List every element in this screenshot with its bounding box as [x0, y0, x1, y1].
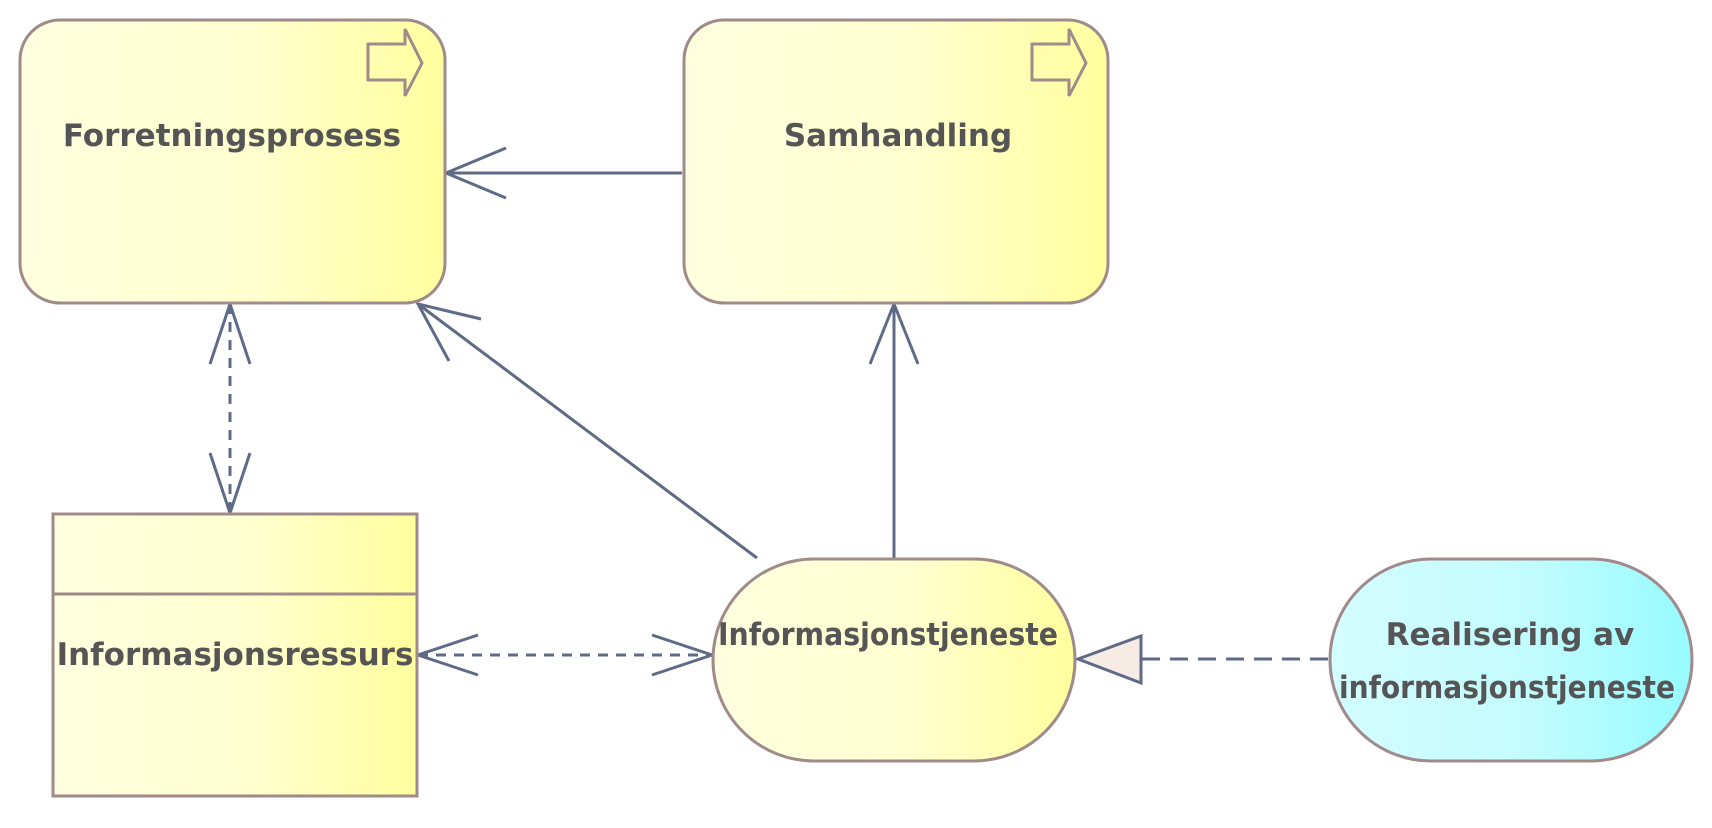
process-arrow-icon	[366, 28, 424, 97]
edges	[208, 146, 1328, 686]
edge-informasjonstjeneste-to-samhandling[interactable]	[868, 299, 920, 558]
node-realisering-av-informasjonstjeneste[interactable]: Realisering av informasjonstjeneste	[1328, 557, 1694, 763]
edge-informasjonsressurs-informasjonstjeneste[interactable]	[413, 633, 717, 677]
node-label: Samhandling	[784, 118, 1012, 154]
node-label: Informasjonstjeneste	[718, 617, 1058, 653]
edge-realisering-to-informasjonstjeneste[interactable]	[1073, 633, 1328, 686]
node-samhandling[interactable]: Samhandling	[682, 18, 1110, 305]
node-informasjonstjeneste[interactable]: Informasjonstjeneste	[711, 557, 1077, 763]
node-label: Informasjonsressurs	[57, 637, 414, 673]
node-informasjonsressurs[interactable]: Informasjonsressurs	[51, 512, 419, 798]
hollow-triangle-arrowhead	[1073, 633, 1143, 686]
node-label-line-1: Realisering av	[1386, 617, 1635, 653]
process-arrow-icon	[1030, 28, 1088, 97]
node-label: Forretningsprosess	[63, 118, 401, 154]
node-label-line-2: informasjonstjeneste	[1339, 670, 1675, 706]
node-forretningsprosess[interactable]: Forretningsprosess	[18, 18, 447, 305]
edge-forretningsprosess-informasjonsressurs[interactable]	[208, 299, 252, 518]
edge-informasjonstjeneste-to-forretningsprosess[interactable]	[415, 301, 758, 560]
edge-samhandling-to-forretningsprosess[interactable]	[442, 146, 682, 200]
